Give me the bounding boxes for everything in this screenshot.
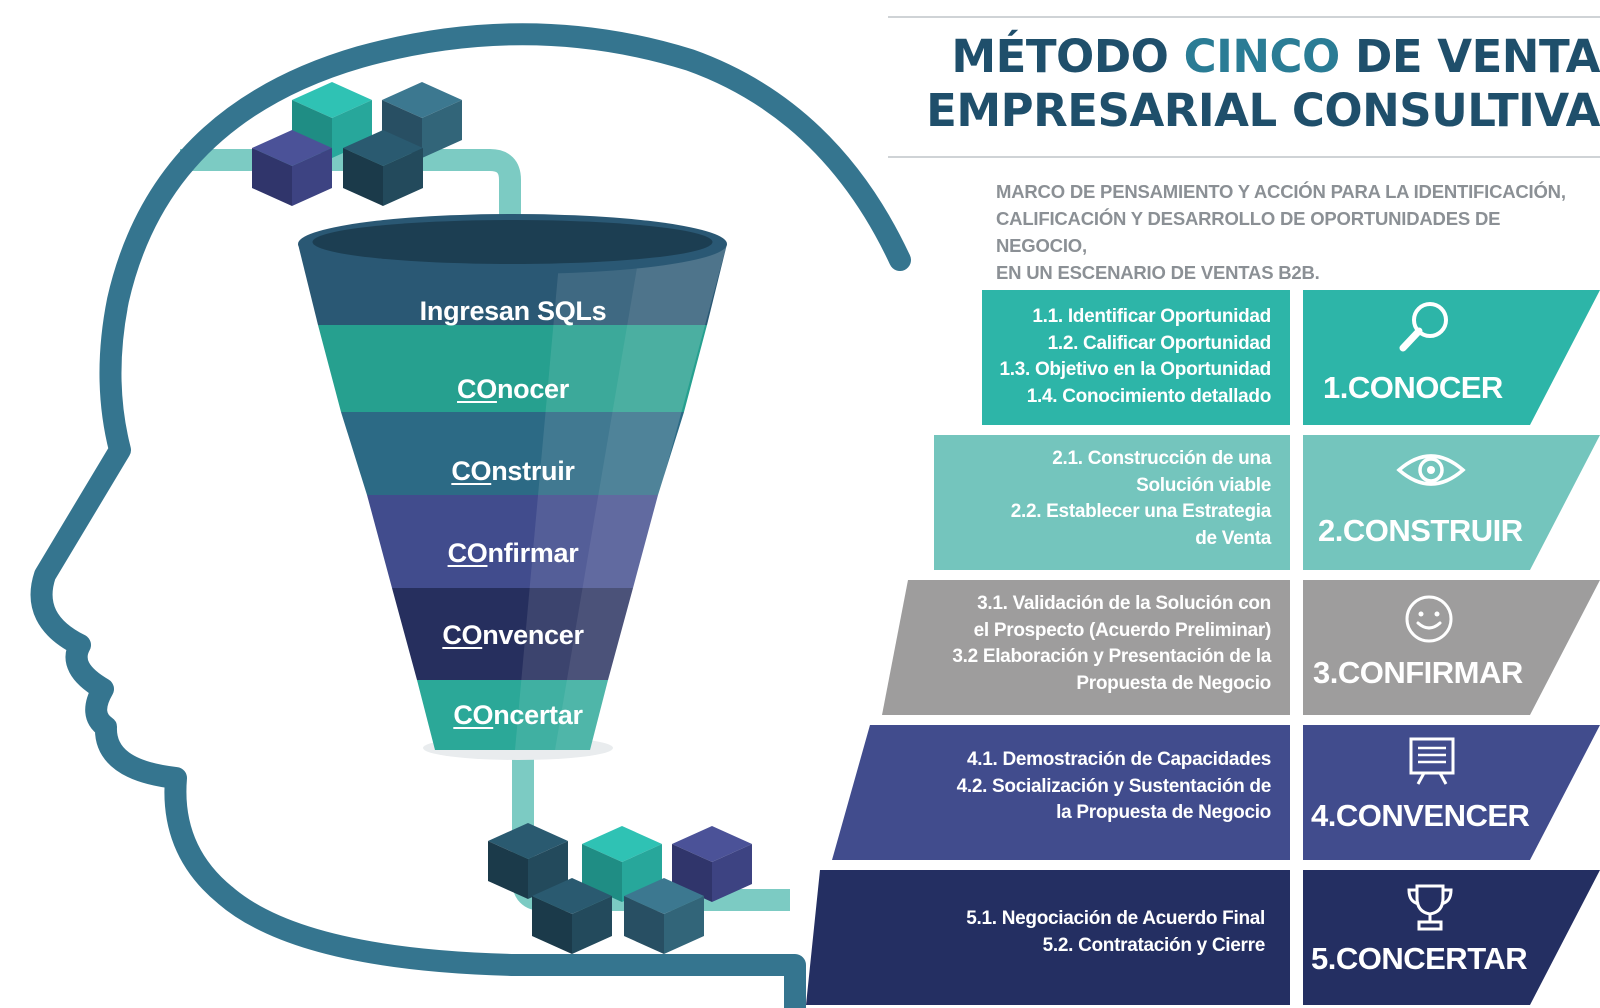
step-1-items: 1.1. Identificar Oportunidad 1.2. Califi… [999, 306, 1271, 407]
trophy-icon [1407, 884, 1453, 931]
input-pipe [180, 149, 521, 262]
funnel-top-label: Ingresan SQLs [419, 296, 607, 326]
page-title: MÉTODO CINCO DE VENTA EMPRESARIAL CONSUL… [926, 30, 1600, 138]
step-panels [806, 290, 1600, 1005]
step-4-title-box [1303, 725, 1600, 860]
input-cubes [252, 82, 462, 206]
presentation-board-icon [1409, 737, 1455, 785]
step-4-desc-box [832, 725, 1290, 860]
smiley-icon [1405, 595, 1453, 643]
magnifier-icon [1399, 302, 1448, 352]
funnel-level-concertar: COncertar [453, 700, 583, 730]
subtitle: MARCO DE PENSAMIENTO Y ACCIÓN PARA LA ID… [996, 181, 1566, 283]
step-5-desc-box [806, 870, 1290, 1005]
step-3-desc-box [882, 580, 1290, 715]
step-2-title-box [1303, 435, 1600, 570]
title-line-2: EMPRESARIAL CONSULTIVA [926, 84, 1600, 137]
step-3-items: 3.1. Validación de la Solución con el Pr… [952, 593, 1271, 694]
step-1-title-box [1303, 290, 1600, 425]
title-accent: CINCO [1183, 30, 1341, 83]
title-bottom-rule [888, 156, 1600, 158]
funnel-level-construir: COnstruir [451, 456, 575, 486]
head-outline [30, 23, 911, 1008]
step-2-desc-box [934, 435, 1290, 570]
output-cubes [488, 823, 752, 954]
step-1-desc-box [982, 290, 1290, 425]
sales-funnel [298, 214, 727, 760]
step-4-title: 4.CONVENCER [1311, 798, 1530, 833]
title-top-rule [888, 16, 1600, 18]
step-2-items: 2.1. Construcción de una Solución viable… [1010, 448, 1272, 549]
step-2-title: 2.CONSTRUIR [1318, 513, 1523, 548]
funnel-level-conocer: COnocer [457, 374, 569, 404]
funnel-level-confirmar: COnfirmar [447, 538, 579, 568]
step-5-title: 5.CONCERTAR [1311, 941, 1528, 976]
step-4-items: 4.1. Demostración de Capacidades 4.2. So… [956, 749, 1272, 823]
step-5-items: 5.1. Negociación de Acuerdo Final 5.2. C… [966, 908, 1265, 956]
step-3-title-box [1303, 580, 1600, 715]
step-3-title: 3.CONFIRMAR [1313, 655, 1523, 690]
title-line-1: MÉTODO CINCO DE VENTA [951, 30, 1600, 83]
eye-icon [1396, 454, 1466, 486]
funnel-level-convencer: COnvencer [442, 620, 584, 650]
step-1-title: 1.CONOCER [1323, 370, 1503, 405]
step-5-title-box [1303, 870, 1600, 1005]
